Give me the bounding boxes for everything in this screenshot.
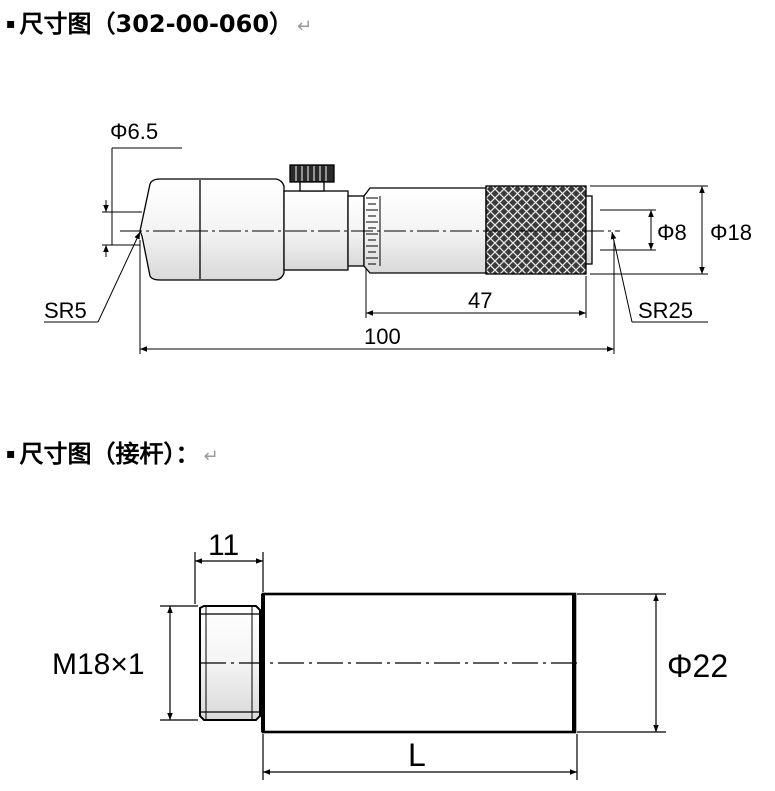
micrometer-dimension-heading: ▪尺寸图（302-00-060）↵ [6, 10, 312, 41]
rod-thread [199, 605, 261, 721]
label-thread-spec: M18×1 [52, 648, 145, 681]
label-total-length: 100 [364, 324, 401, 349]
bullet-icon: ▪ [6, 446, 16, 462]
paragraph-mark-icon: ↵ [203, 446, 219, 467]
micrometer-heading-text: 尺寸图（302-00-060） [19, 10, 294, 38]
label-tip-radius: SR5 [44, 298, 87, 323]
paragraph-mark-icon: ↵ [297, 16, 313, 37]
rod-heading-text: 尺寸图（接杆）： [19, 440, 200, 468]
label-body-diameter: Φ22 [667, 648, 728, 684]
lock-knob [289, 164, 335, 183]
label-thimble-diameter: Φ18 [710, 220, 752, 245]
extension-rod-drawing [160, 552, 666, 780]
extension-rod-dimension-heading: ▪尺寸图（接杆）：↵ [6, 440, 219, 471]
knurled-thimble [485, 185, 587, 275]
label-spindle-diameter: Φ8 [657, 220, 687, 245]
end-cap [585, 195, 593, 265]
label-end-radius: SR25 [638, 298, 693, 323]
micrometer-head [139, 178, 285, 281]
label-tip-diameter: Φ6.5 [110, 119, 158, 144]
bullet-icon: ▪ [6, 16, 16, 32]
label-rod-length: L [408, 737, 426, 773]
micrometer-drawing [44, 147, 708, 354]
label-thread-length: 11 [208, 529, 239, 562]
label-sleeve-length: 47 [468, 288, 492, 313]
